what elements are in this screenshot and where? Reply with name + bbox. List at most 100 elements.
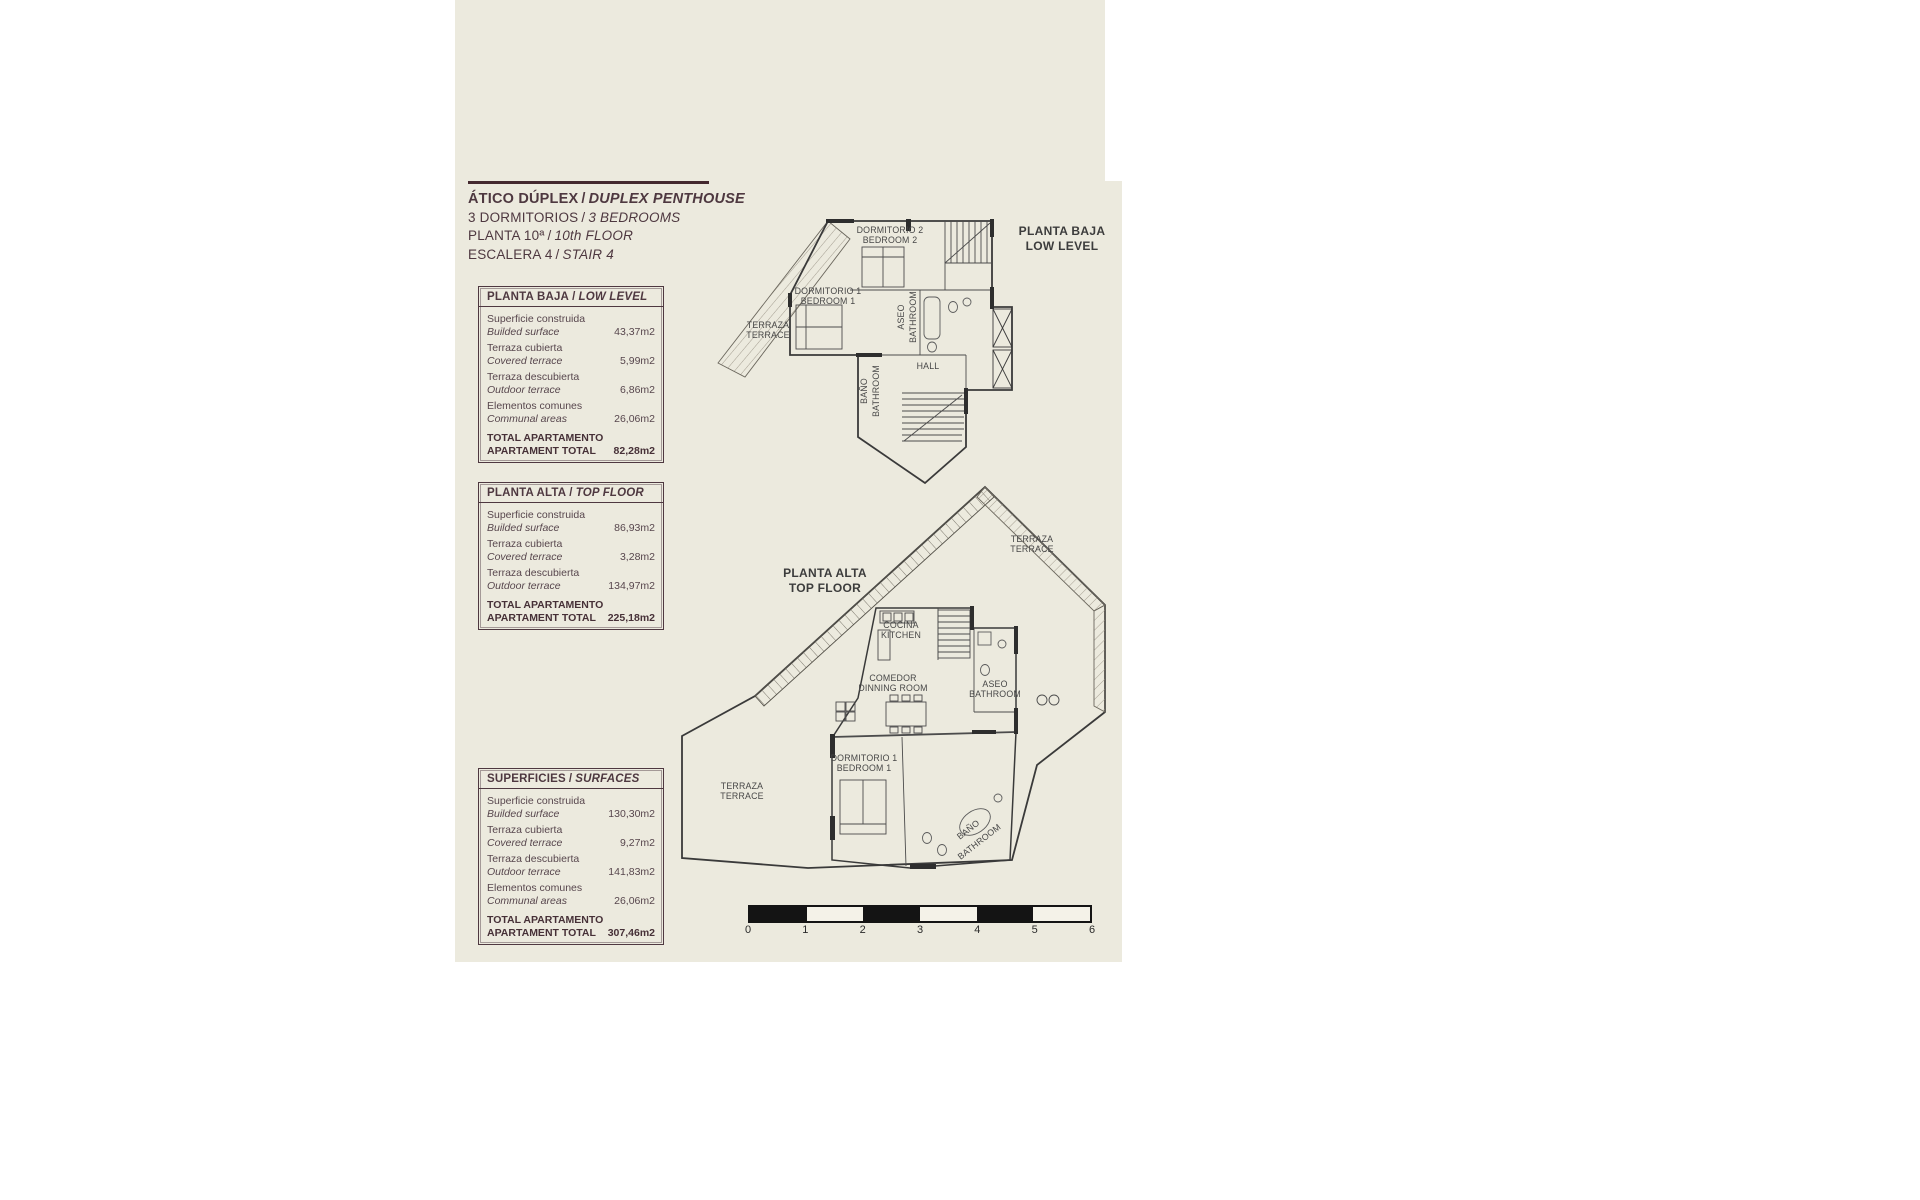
scale-segment [863, 907, 921, 921]
label-terrace-upper-en: TERRACE [1010, 544, 1053, 554]
table-planta-alta-header: PLANTA ALTA/TOP FLOOR [479, 483, 663, 503]
value-cell: 6,86m2 [619, 383, 655, 396]
title-es: ÁTICO DÚPLEX [468, 191, 579, 207]
caption-low-en: LOW LEVEL [1025, 238, 1099, 253]
scale-label: 3 [916, 924, 924, 936]
table-planta-alta: PLANTA ALTA/TOP FLOOR Superficie constru… [478, 482, 664, 630]
bed-bedroom1-top [839, 779, 887, 835]
title-line-bedrooms: 3 DORMITORIOS/3 BEDROOMS [468, 209, 681, 225]
caption-low-es: PLANTA BAJA [1018, 224, 1106, 238]
title-en: DUPLEX PENTHOUSE [588, 191, 745, 207]
walkway-right [1093, 604, 1106, 713]
brochure-sheet: ÁTICO DÚPLEX/DUPLEX PENTHOUSE 3 DORMITOR… [455, 0, 1122, 962]
total-value: 307,46m2 [607, 926, 655, 939]
scale-segment [920, 907, 977, 921]
caption-top-es: PLANTA ALTA [783, 566, 867, 580]
label-aseo-top-es: ASEO [982, 679, 1007, 689]
scale-label: 2 [859, 924, 866, 936]
title-block: ÁTICO DÚPLEX/DUPLEX PENTHOUSE 3 DORMITOR… [468, 190, 798, 264]
caption-top-en: TOP FLOOR [788, 580, 862, 595]
table-superficies-header: SUPERFICIES/SURFACES [479, 769, 663, 789]
label-terrace-lower-es: TERRAZA [721, 781, 763, 791]
scale-label: 0 [744, 924, 752, 936]
bathroom-fixtures-top [922, 793, 1003, 856]
scale-segment [976, 907, 1034, 921]
label-bath-en: BATHROOM [871, 365, 881, 417]
kitchen-fixtures [877, 610, 915, 661]
value-cell: 86,93m2 [614, 521, 655, 534]
label-dining-es: COMEDOR [869, 673, 916, 683]
interior-walls [850, 221, 992, 390]
aseo-fixtures-top [977, 631, 1007, 676]
label-bath-es: BAÑO [859, 378, 869, 404]
label-aseo-es: ASEO [896, 304, 906, 329]
scale-label: 5 [1031, 924, 1038, 936]
floor-plan-top-floor: TERRAZA TERRACE COCINA KITCHEN COMEDOR D… [681, 485, 1106, 869]
table-planta-baja-header: PLANTA BAJA/LOW LEVEL [479, 287, 663, 307]
label-bedroom1-top-es: DORMITORIO 1 [831, 753, 898, 763]
value-cell: 5,99m2 [619, 354, 655, 367]
scale-label: 6 [1088, 924, 1096, 936]
label-bedroom1-top-en: BEDROOM 1 [837, 763, 892, 773]
bathroom-fixtures [923, 296, 972, 353]
wall-fills [788, 219, 994, 414]
scale-label: 1 [802, 924, 809, 936]
scale-segment [1033, 907, 1090, 921]
label-terrace-en: TERRACE [746, 330, 789, 340]
scale-labels: 0 1 2 3 4 5 6 [744, 924, 1096, 938]
value-cell: 43,37m2 [614, 325, 655, 338]
stairs-lower [902, 392, 964, 442]
value-cell: 9,27m2 [619, 836, 655, 849]
elevators [992, 308, 1013, 389]
label-kitchen-es: COCINA [883, 620, 918, 630]
table-planta-baja: PLANTA BAJA/LOW LEVEL Superficie constru… [478, 286, 664, 463]
value-cell: 26,06m2 [614, 894, 655, 907]
value-cell: 3,28m2 [619, 550, 655, 563]
label-kitchen-en: KITCHEN [881, 630, 921, 640]
caption-top-floor: PLANTA ALTA TOP FLOOR [773, 566, 877, 595]
stairs-internal [937, 609, 971, 659]
stairs-upper [944, 221, 992, 264]
page-title: ÁTICO DÚPLEX/DUPLEX PENTHOUSE [468, 190, 798, 209]
total-value: 82,28m2 [613, 444, 655, 457]
value-cell: 141,83m2 [608, 865, 655, 878]
value-cell: 130,30m2 [608, 807, 655, 820]
value-cell: 134,97m2 [608, 579, 655, 592]
label-terrace-upper-es: TERRAZA [1011, 534, 1053, 544]
table-superficies: SUPERFICIES/SURFACES Superficie construi… [478, 768, 664, 945]
dining-furniture [835, 694, 927, 734]
label-hall: HALL [917, 361, 940, 371]
corner-notch [1105, 0, 1122, 181]
scale-segment [807, 907, 864, 921]
title-line-floor: PLANTA 10ª/10th FLOOR [468, 228, 634, 243]
label-dining-en: DINNING ROOM [858, 683, 927, 693]
title-rule [468, 181, 709, 184]
label-bedroom2-es: DORMITORIO 2 [857, 225, 924, 235]
floor-plan-low-level: DORMITORIO 2 BEDROOM 2 DORMITORIO 1 BEDR… [717, 219, 1013, 485]
wall-fills-top [830, 606, 1018, 869]
bed-bedroom1 [795, 304, 843, 350]
total-value: 225,18m2 [607, 611, 655, 624]
scale-bar [748, 905, 1092, 923]
title-line-stair: ESCALERA 4/STAIR 4 [468, 246, 614, 262]
room-labels-low: DORMITORIO 2 BEDROOM 2 DORMITORIO 1 BEDR… [746, 225, 939, 417]
terrace-furniture [1036, 694, 1060, 706]
label-aseo-en: BATHROOM [908, 291, 918, 343]
caption-low-level: PLANTA BAJA LOW LEVEL [1007, 224, 1117, 253]
label-aseo-top-en: BATHROOM [969, 689, 1021, 699]
